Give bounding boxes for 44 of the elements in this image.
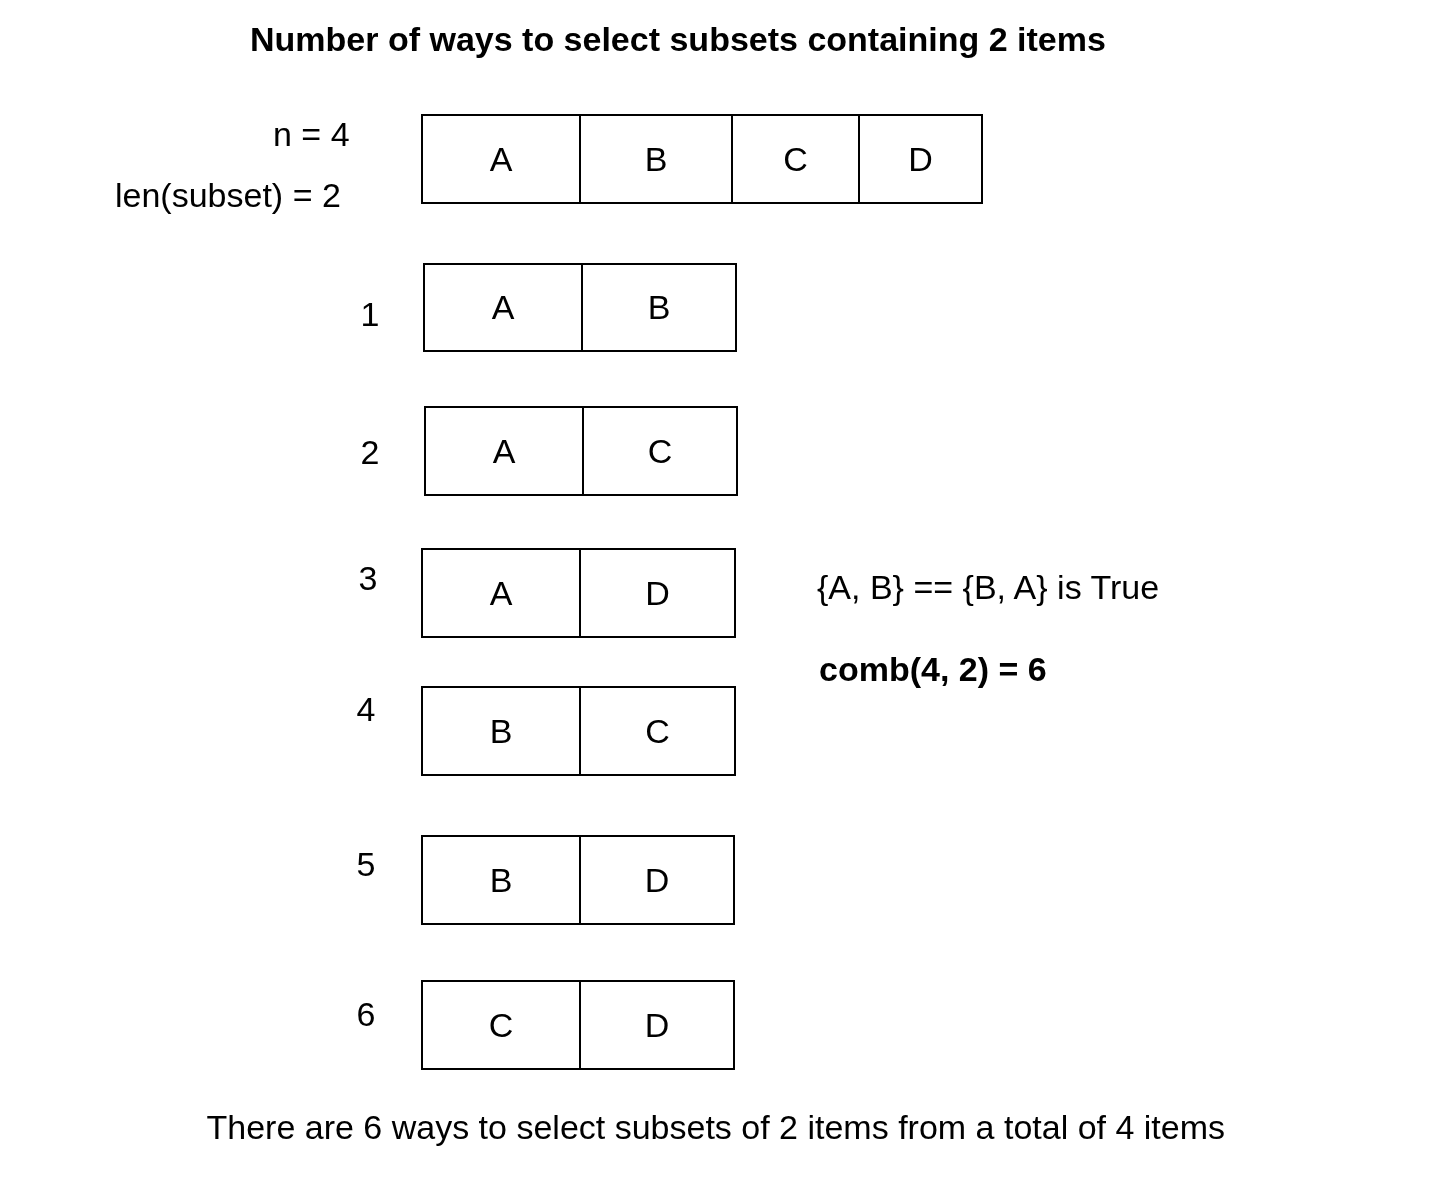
item-letter: B bbox=[489, 860, 513, 900]
item-letter: D bbox=[645, 573, 670, 613]
item-cell bbox=[421, 980, 581, 1070]
parameter-label: len(subset) = 2 bbox=[115, 178, 341, 212]
item-letter: A bbox=[489, 573, 513, 613]
item-cell bbox=[421, 835, 581, 925]
item-letter: C bbox=[488, 1005, 514, 1045]
item-letter: C bbox=[783, 139, 808, 179]
item-cell bbox=[858, 114, 983, 204]
item-letter: A bbox=[492, 431, 516, 471]
row-number: 3 bbox=[358, 561, 378, 595]
item-letter: A bbox=[491, 288, 515, 327]
item-cell bbox=[579, 980, 735, 1070]
item-letter: B bbox=[489, 711, 513, 751]
diagram-title: Number of ways to select subsets containing 2 items bbox=[250, 20, 1106, 59]
item-letter: C bbox=[645, 711, 670, 751]
item-letter: B bbox=[647, 288, 671, 327]
item-cell bbox=[582, 406, 738, 496]
formula-text: comb(4, 2) = 6 bbox=[819, 652, 1047, 686]
row-number: 6 bbox=[356, 997, 376, 1031]
item-letter: D bbox=[644, 1005, 670, 1045]
item-cell bbox=[579, 686, 736, 776]
item-letter: C bbox=[647, 431, 673, 471]
item-cell bbox=[579, 548, 736, 638]
item-letter: D bbox=[908, 139, 933, 179]
row-number: 5 bbox=[356, 847, 376, 881]
parameter-label: n = 4 bbox=[273, 117, 350, 151]
caption-text: There are 6 ways to select subsets of 2 items from a total of 4 items bbox=[206, 1108, 1226, 1147]
row-number: 4 bbox=[356, 692, 376, 726]
item-letter: A bbox=[489, 139, 513, 179]
item-cell bbox=[579, 114, 733, 204]
item-letter: D bbox=[644, 860, 670, 900]
row-number: 1 bbox=[360, 297, 380, 331]
item-cell bbox=[579, 835, 735, 925]
item-cell bbox=[421, 114, 581, 204]
item-cell bbox=[424, 406, 584, 496]
item-cell bbox=[423, 263, 583, 352]
item-cell bbox=[581, 263, 737, 352]
item-letter: B bbox=[644, 139, 668, 179]
row-number: 2 bbox=[360, 435, 380, 469]
item-cell bbox=[421, 686, 581, 776]
item-cell bbox=[421, 548, 581, 638]
note-text: {A, B} == {B, A} is True bbox=[817, 570, 1160, 604]
item-cell bbox=[731, 114, 860, 204]
